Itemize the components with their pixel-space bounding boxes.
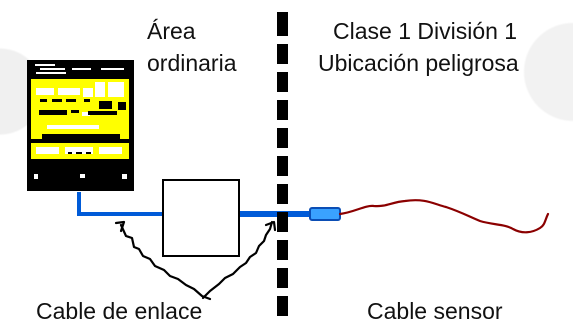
left-pointer-head xyxy=(114,220,126,233)
class-division-label-line1: Clase 1 División 1 xyxy=(333,18,518,44)
link-cable-path xyxy=(77,179,312,257)
junction-box xyxy=(162,179,240,257)
ordinary-area-label-line2: ordinaria xyxy=(147,50,237,76)
ordinary-area-label-line1: Área xyxy=(147,18,196,44)
right-pointer-line xyxy=(201,220,274,300)
link-cable-pointers xyxy=(114,220,277,301)
link-cable-label: Cable de enlace xyxy=(36,298,203,324)
sensor-cable-label: Cable sensor xyxy=(367,298,503,324)
left-pointer-line xyxy=(119,223,212,301)
class-division-label-line2: Ubicación peligrosa xyxy=(318,50,519,76)
device-bottom-marks xyxy=(34,174,127,179)
device-top-labels xyxy=(35,64,124,74)
device-unit xyxy=(27,60,134,191)
device-control-blocks xyxy=(36,82,124,154)
sensor-connector xyxy=(309,207,341,221)
device-detail-marks xyxy=(31,99,129,154)
right-pointer-head xyxy=(264,220,277,232)
hazardous-boundary-line xyxy=(277,12,288,316)
sensor-cable xyxy=(338,199,550,234)
link-cable-left xyxy=(77,192,163,216)
